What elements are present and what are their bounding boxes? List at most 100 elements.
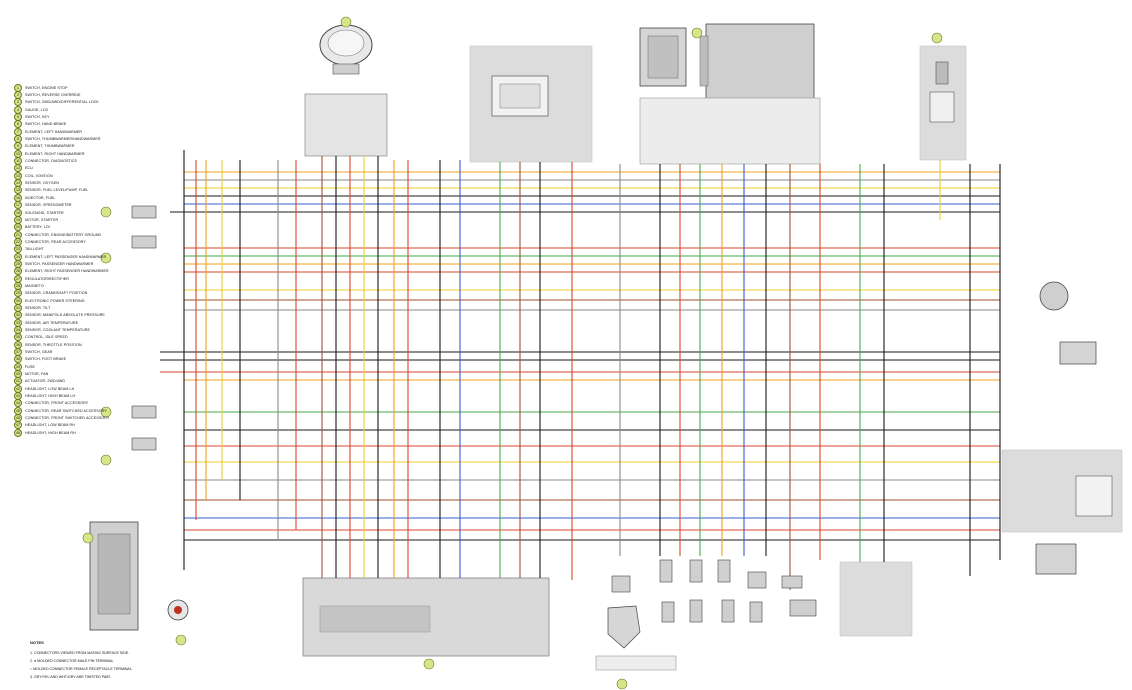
legend-label: SWITCH, HAND BRAKE: [25, 122, 67, 127]
legend-label: SWITCH, 2WD/AWD/DIFFERENTIAL LOCK: [25, 100, 99, 105]
legend-label: HEADLIGHT, HIGH BEAM LH: [25, 394, 76, 399]
legend-label: SWITCH, FOOT BRAKE: [25, 357, 67, 362]
power-steering-panel: [839, 561, 913, 637]
legend-label: HEADLIGHT, LOW BEAM RH: [25, 423, 75, 428]
legend-label: SENSOR, OXYGEN: [25, 181, 59, 186]
legend-label: SENSOR, TILT: [25, 305, 51, 310]
legend-label: ACTUATOR, 2WD/4WD: [25, 379, 66, 384]
regulator-rectifier: [1035, 543, 1077, 575]
legend-label: HEADLIGHT, LOW BEAM LH: [25, 386, 75, 391]
legend-label: CONNECTOR, ENGINE/BATTERY GROUND: [25, 232, 102, 237]
legend-label: ELEMENT, THUMBWARMER: [25, 144, 75, 149]
wire-verticals: [183, 150, 1001, 590]
legend-label: MOTOR, STARTER: [25, 217, 59, 222]
legend-label: ELECTRONIC POWER STEERING: [25, 298, 85, 303]
battery-12v: [1059, 341, 1097, 365]
legend-label: CONNECTOR, FRONT ACCESSORY: [25, 401, 89, 406]
bottom-sensor-row: [607, 559, 817, 649]
wire-runs: [160, 171, 1000, 541]
legend-label: SENSOR, THROTTLE POSITION: [25, 342, 82, 347]
left-connectors: [100, 205, 157, 466]
legend-label: GAUGE, LCD: [25, 107, 49, 112]
note-line: 3. GRY/YEL AND WHT/GRY ARE TWISTED PAIR.: [30, 675, 112, 679]
legend-label: SOLENOID, STARTER: [25, 210, 64, 215]
legend-label: REGULATOR/RECTIFIER: [25, 276, 69, 281]
legend-label: CONTROL, IDLE SPEED: [25, 335, 68, 340]
ecu-module: [639, 23, 815, 101]
legend-label: INJECTOR, FUEL: [25, 195, 56, 200]
legend-label: SENSOR, COOLANT TEMPERATURE: [25, 328, 91, 333]
legend-label: ELEMENT, RIGHT PASSENGER HANDWARMER: [25, 269, 109, 274]
legend-label: SWITCH, KEY: [25, 115, 50, 120]
legend-label: SWITCH, THUMBWARMER/HANDWARMER: [25, 137, 101, 142]
legend-label: ECU: [25, 166, 33, 171]
lcd-gauge: [319, 16, 373, 75]
legend-label: CONNECTOR, REAR ACCESSORY: [25, 239, 86, 244]
legend-label: SENSOR, AIR TEMPERATURE: [25, 320, 79, 325]
legend-label: ELEMENT, LEFT PASSENGER HANDWARMER: [25, 254, 107, 259]
starter-motor: [1039, 281, 1069, 311]
ecu-connector: [639, 97, 821, 165]
notes-section: NOTES 1. CONNECTORS VIEWED FROM MATING S…: [30, 640, 250, 683]
legend-label: MOTOR, FAN: [25, 372, 49, 377]
legend-label: SWITCH, ENGINE STOP: [25, 85, 68, 90]
note-line: 1. CONNECTORS VIEWED FROM MATING SURFACE…: [30, 651, 130, 655]
legend-label: CONNECTOR, FRONT SWITCHED ACCESSORY: [25, 416, 110, 421]
notes-title: NOTES: [30, 640, 44, 645]
legend-label: ELEMENT, LEFT HANDWARMER: [25, 129, 83, 134]
legend-label: SENSOR, CRANKSHAFT POSITION: [25, 291, 88, 296]
legend-label: SWITCH, GEAR: [25, 350, 53, 355]
legend-label: CONNECTOR, DIAGNOSTICS: [25, 159, 78, 164]
legend-label: SENSOR, FUEL LEVEL/PUMP, FUEL: [25, 188, 89, 193]
legend-number-badge: 48: [14, 428, 22, 437]
note-line: 2. ● MOLDED CONNECTOR MALE PIN TERMINAL: [30, 659, 114, 663]
legend-label: ELEMENT, RIGHT HANDWARMER: [25, 151, 85, 156]
fan-motor: [167, 599, 189, 646]
legend-label: COIL, IGNITION: [25, 173, 53, 178]
legend-label: SENSOR, MANIFOLD ABSOLUTE PRESSURE: [25, 313, 105, 318]
legend-label: CONNECTOR, REAR SWITCHED ACCESSORY: [25, 408, 107, 413]
legend-label: HEADLIGHT, HIGH BEAM RH: [25, 430, 76, 435]
legend-label: BATTERY, 12V: [25, 225, 51, 230]
